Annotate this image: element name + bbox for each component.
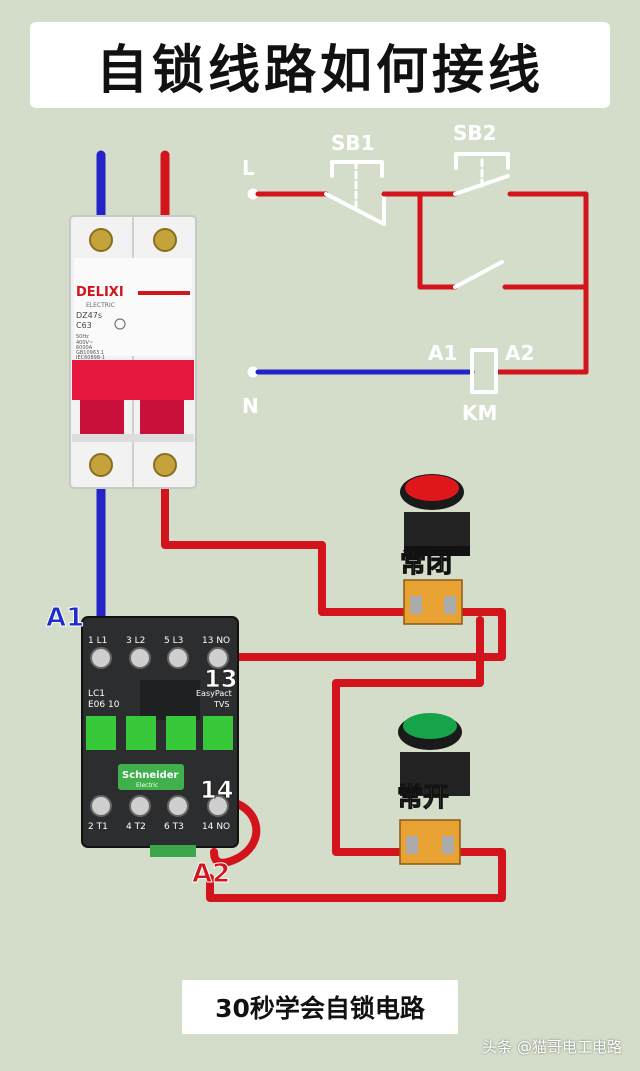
contactor-terminal-t2: 4 T2 [126,822,146,832]
callout-a2: A2 [192,859,230,889]
contactor-brand: Schneider [122,770,179,781]
contactor-screw-13 [207,647,229,669]
footer-caption: 30秒学会自锁电路 [182,980,458,1034]
contactor [81,616,239,857]
start-button-label: 常开 [397,783,449,813]
contactor-model-2: E06 10 [88,700,120,710]
contactor-series-2: TVS [213,700,229,709]
label-km: KM [462,401,497,425]
label-n: N [242,394,259,418]
contactor-screw-l1 [90,647,112,669]
contactor-screw-l3 [167,647,189,669]
contactor-window-1 [86,716,116,750]
km-coil [470,348,498,394]
live-to-stop-button-wire [161,466,406,616]
watermark: 头条 @猫哥电工电路 [482,1038,622,1056]
contactor-screw-14 [207,795,229,817]
wiring [96,150,506,902]
breaker-spec-0: 50Hz [76,334,89,340]
start-button-cap [403,713,457,739]
breaker-spec-1: 400V~ [76,340,93,346]
breaker-spec-2: 6000A [76,345,93,351]
contactor-terminal-t3: 6 T3 [164,822,184,832]
sb1-cap [330,160,384,178]
page-title: 自锁线路如何接线 [30,22,610,108]
km-aux-contact [453,260,504,289]
label-sb2: SB2 [453,121,497,145]
contactor-window-4 [203,716,233,750]
sb2-cap [454,152,510,170]
stop-button-label: 常闭 [400,549,452,579]
contactor-screw-t1 [90,795,112,817]
contactor-terminal-l1: 1 L1 [88,636,107,646]
contactor-window-3 [166,716,196,750]
contactor-model-1: LC1 [88,689,105,699]
breaker-screw-top-left [89,228,113,252]
callout-14: 14 [200,776,233,804]
contactor-series-1: EasyPact [196,689,232,698]
breaker-screw-top-right [153,228,177,252]
contactor-terminal-l2: 3 L2 [126,636,145,646]
start-button [398,713,470,865]
contactor-screw-t2 [129,795,151,817]
contactor-terminal-l3: 5 L3 [164,636,183,646]
breaker-screw-bottom-right [153,453,177,477]
breaker-spec-4: IEC60898-1 [76,355,105,361]
certification-icon [114,318,126,330]
callout-a1: A1 [46,603,84,633]
start-button-to-14-wire [206,848,506,902]
stop-button [400,474,470,625]
breaker-model: DZ47s [76,311,102,320]
stop-button-cap [405,475,459,501]
breaker-spec-3: GB10963.1 [76,350,104,356]
breaker-screw-bottom-left [89,453,113,477]
contactor-screw-l2 [129,647,151,669]
label-sb1: SB1 [331,131,375,155]
thirteen-to-start-button-wire [332,616,484,856]
contactor-terminal-13: 13 NO [202,636,230,646]
contactor-window-2 [126,716,156,750]
contactor-screw-t3 [167,795,189,817]
stop-button-to-13-wire [214,608,506,661]
contactor-terminal-t1: 2 T1 [88,822,108,832]
fourteen-to-a2-loop [210,796,261,867]
breaker-subtitle: ELECTRIC [86,302,115,309]
callout-13: 13 [204,665,237,693]
contactor-terminal-14: 14 NO [202,822,230,832]
breaker-rating: C63 [76,321,92,330]
label-coil-a2: A2 [505,341,534,365]
breaker-brand: DELIXI [76,285,124,300]
contactor-brand-sub: Electric [136,782,158,789]
circuit-breaker [69,215,197,489]
label-coil-a1: A1 [428,341,457,365]
schematic [247,152,589,394]
breaker-lever [72,360,194,400]
label-l: L [242,156,255,180]
